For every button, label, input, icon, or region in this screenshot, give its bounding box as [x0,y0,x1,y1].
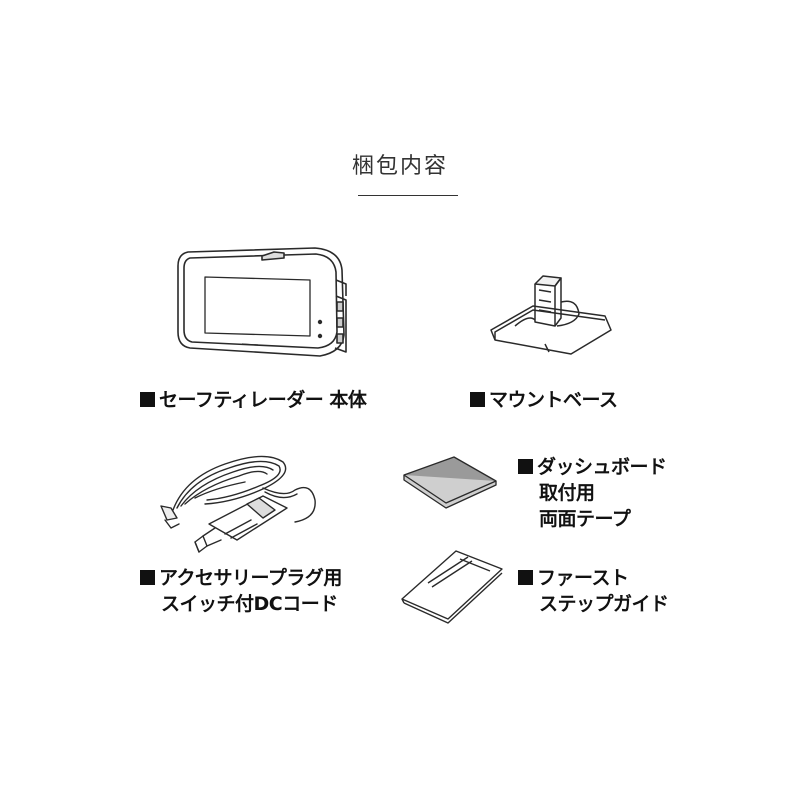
page-title: 梱包内容 [351,154,448,179]
item-label-mount: マウントベース [470,387,618,413]
item-label-cord: アクセサリープラグ用 スイッチ付DCコード [140,565,342,617]
title-underline [358,195,458,196]
mount-base-icon [490,275,612,355]
bullet-square [140,570,155,585]
bullet-square [518,570,533,585]
double-sided-tape-icon [403,456,497,509]
item-label-guide: ファースト ステップガイド [518,565,669,617]
dc-cord-icon [160,455,316,553]
quick-guide-booklet-icon [401,550,503,624]
bullet-square [470,392,485,407]
bullet-square [140,392,155,407]
item-label-tape: ダッシュボード 取付用 両面テープ [518,454,667,532]
bullet-square [518,459,533,474]
item-label-recorder: セーフティレーダー 本体 [140,387,367,413]
safety-radar-unit-icon [177,247,347,357]
